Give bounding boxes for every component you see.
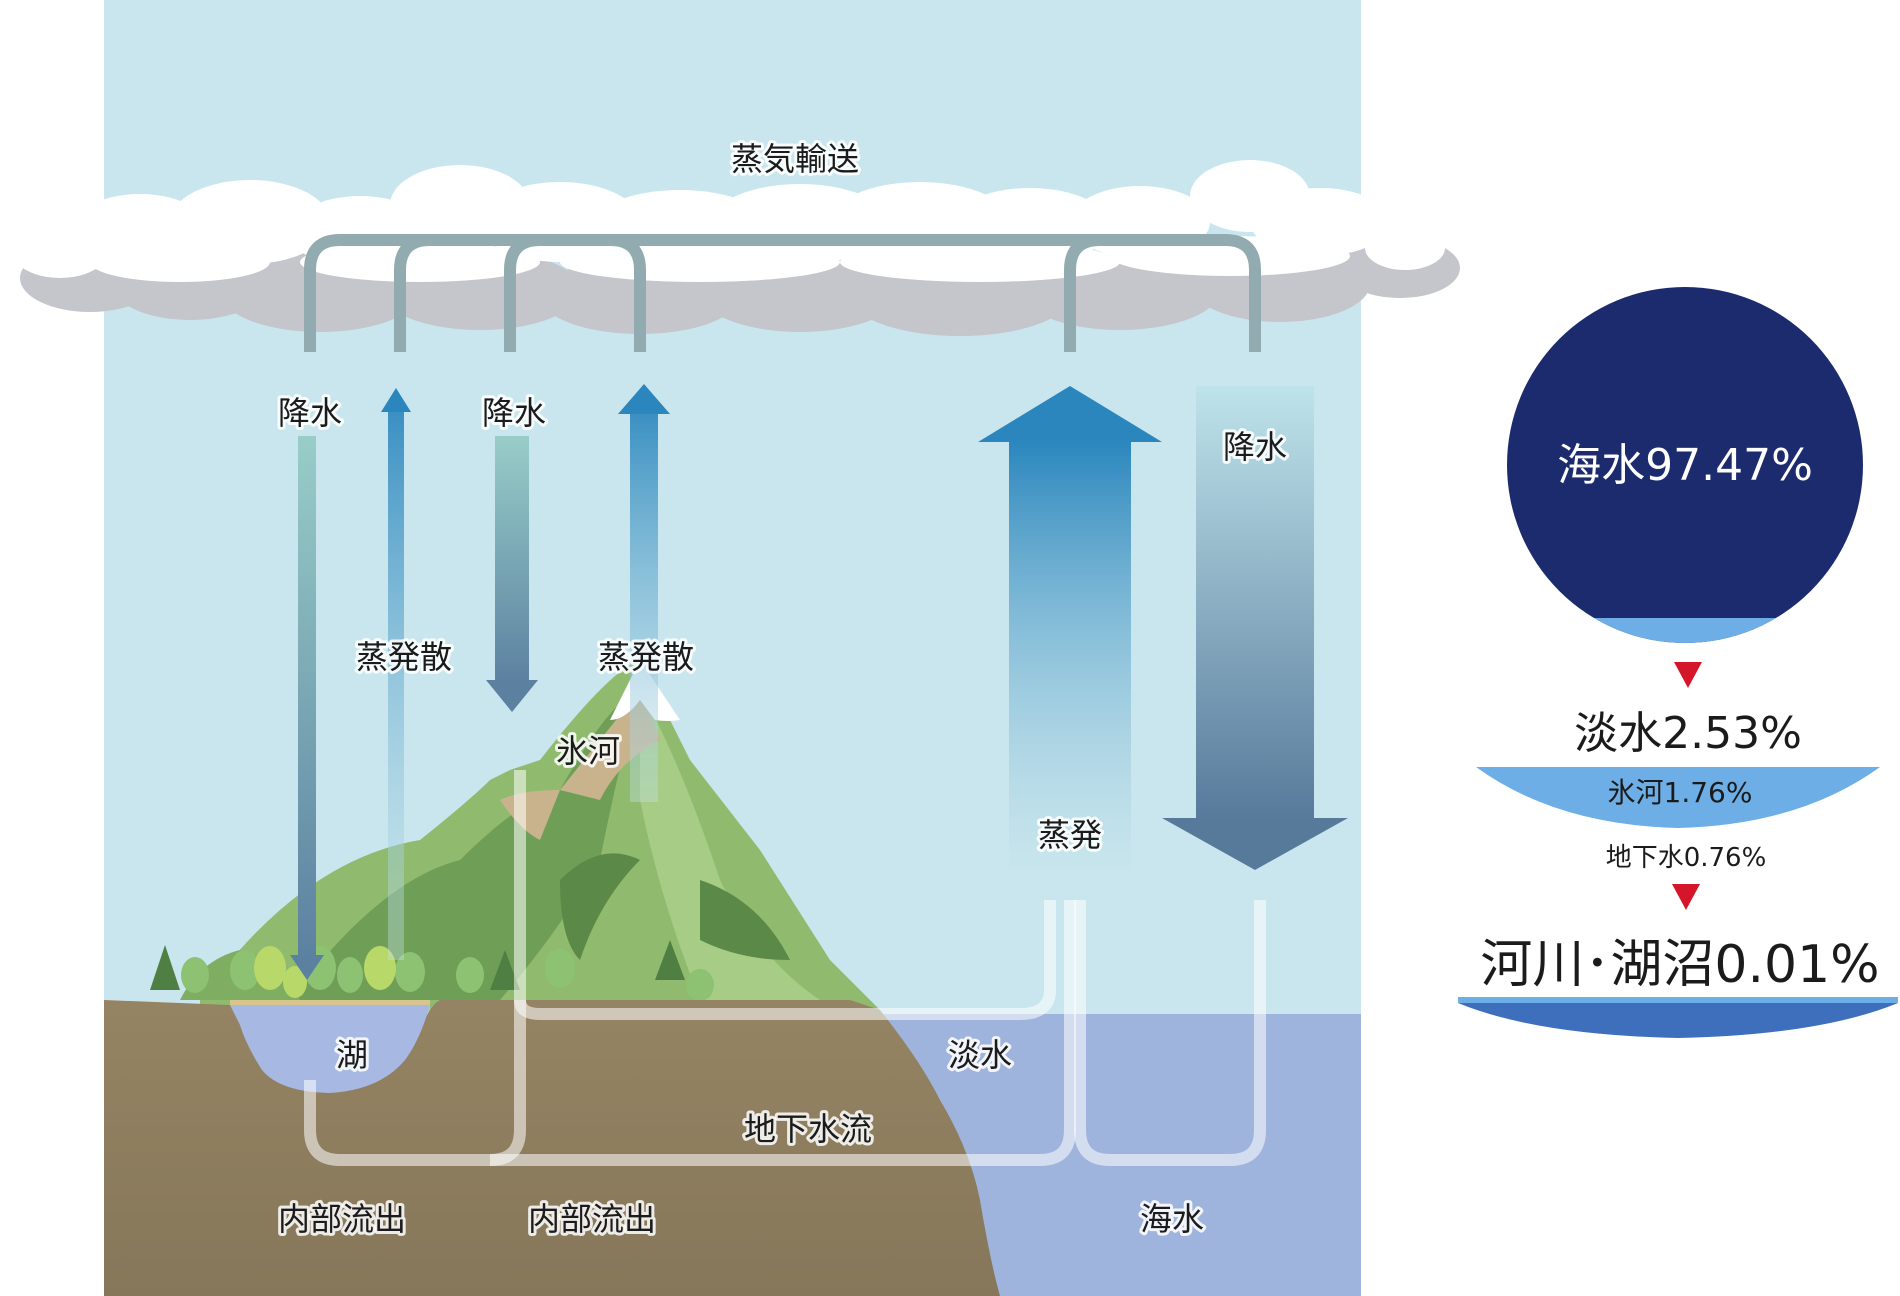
label-lake: 湖 [336,1036,368,1074]
glacier-percentage: 氷河1.76% [1608,776,1753,809]
label-vapor-transport: 蒸気輸送 [731,140,859,178]
diagram-labels: 蒸気輸送 降水 降水 降水 蒸発散 蒸発散 氷河 蒸発 湖 淡水 地下水流 内部… [275,137,1290,1241]
label-glacier: 氷河 [556,732,620,770]
groundwater-pipes [304,770,1266,1166]
freshwater-segment [1507,618,1863,643]
seawater-percentage: 海水97.47% [1557,440,1813,491]
rivers-lakes-line [1458,997,1898,1003]
label-evapotranspiration-2: 蒸発散 [598,638,694,676]
evapotranspiration-arrow-right [618,384,670,802]
label-internal-outflow-1: 内部流出 [278,1200,406,1238]
seawater-circle [1507,287,1863,643]
evapotranspiration-arrow-left [381,388,411,960]
label-evapotranspiration-1: 蒸発散 [356,638,452,676]
label-evaporation: 蒸発 [1038,816,1102,854]
red-marker-2 [1672,884,1700,910]
rivers-lakes-bowl [1458,1003,1898,1038]
label-precipitation-2: 降水 [482,394,546,432]
precipitation-arrow-left [290,436,324,980]
label-precipitation-3: 降水 [1223,428,1287,466]
label-precipitation-1: 降水 [278,394,342,432]
rivers-lakes-percentage: 河川･湖沼0.01% [1480,935,1879,995]
freshwater-percentage: 淡水2.53% [1574,708,1802,759]
red-marker-1 [1674,662,1702,688]
precipitation-arrow-ocean [1162,386,1348,870]
trees [150,940,714,1001]
label-freshwater: 淡水 [948,1036,1012,1074]
evaporation-arrow [978,386,1162,870]
label-seawater: 海水 [1140,1200,1204,1238]
vapor-transport-pipes [304,234,1261,352]
mountain [180,660,880,1010]
lake [230,1005,430,1093]
ground [104,1000,1000,1296]
label-groundwater-flow: 地下水流 [744,1110,872,1148]
label-internal-outflow-2: 内部流出 [528,1200,656,1238]
precipitation-arrow-glacier [486,436,538,712]
freshwater-bowl [1476,767,1880,828]
water-distribution-panel: 海水97.47% 淡水2.53% 氷河1.76% 地下水0.76% 河川･湖沼0… [1458,287,1898,1038]
groundwater-percentage: 地下水0.76% [1606,843,1767,873]
